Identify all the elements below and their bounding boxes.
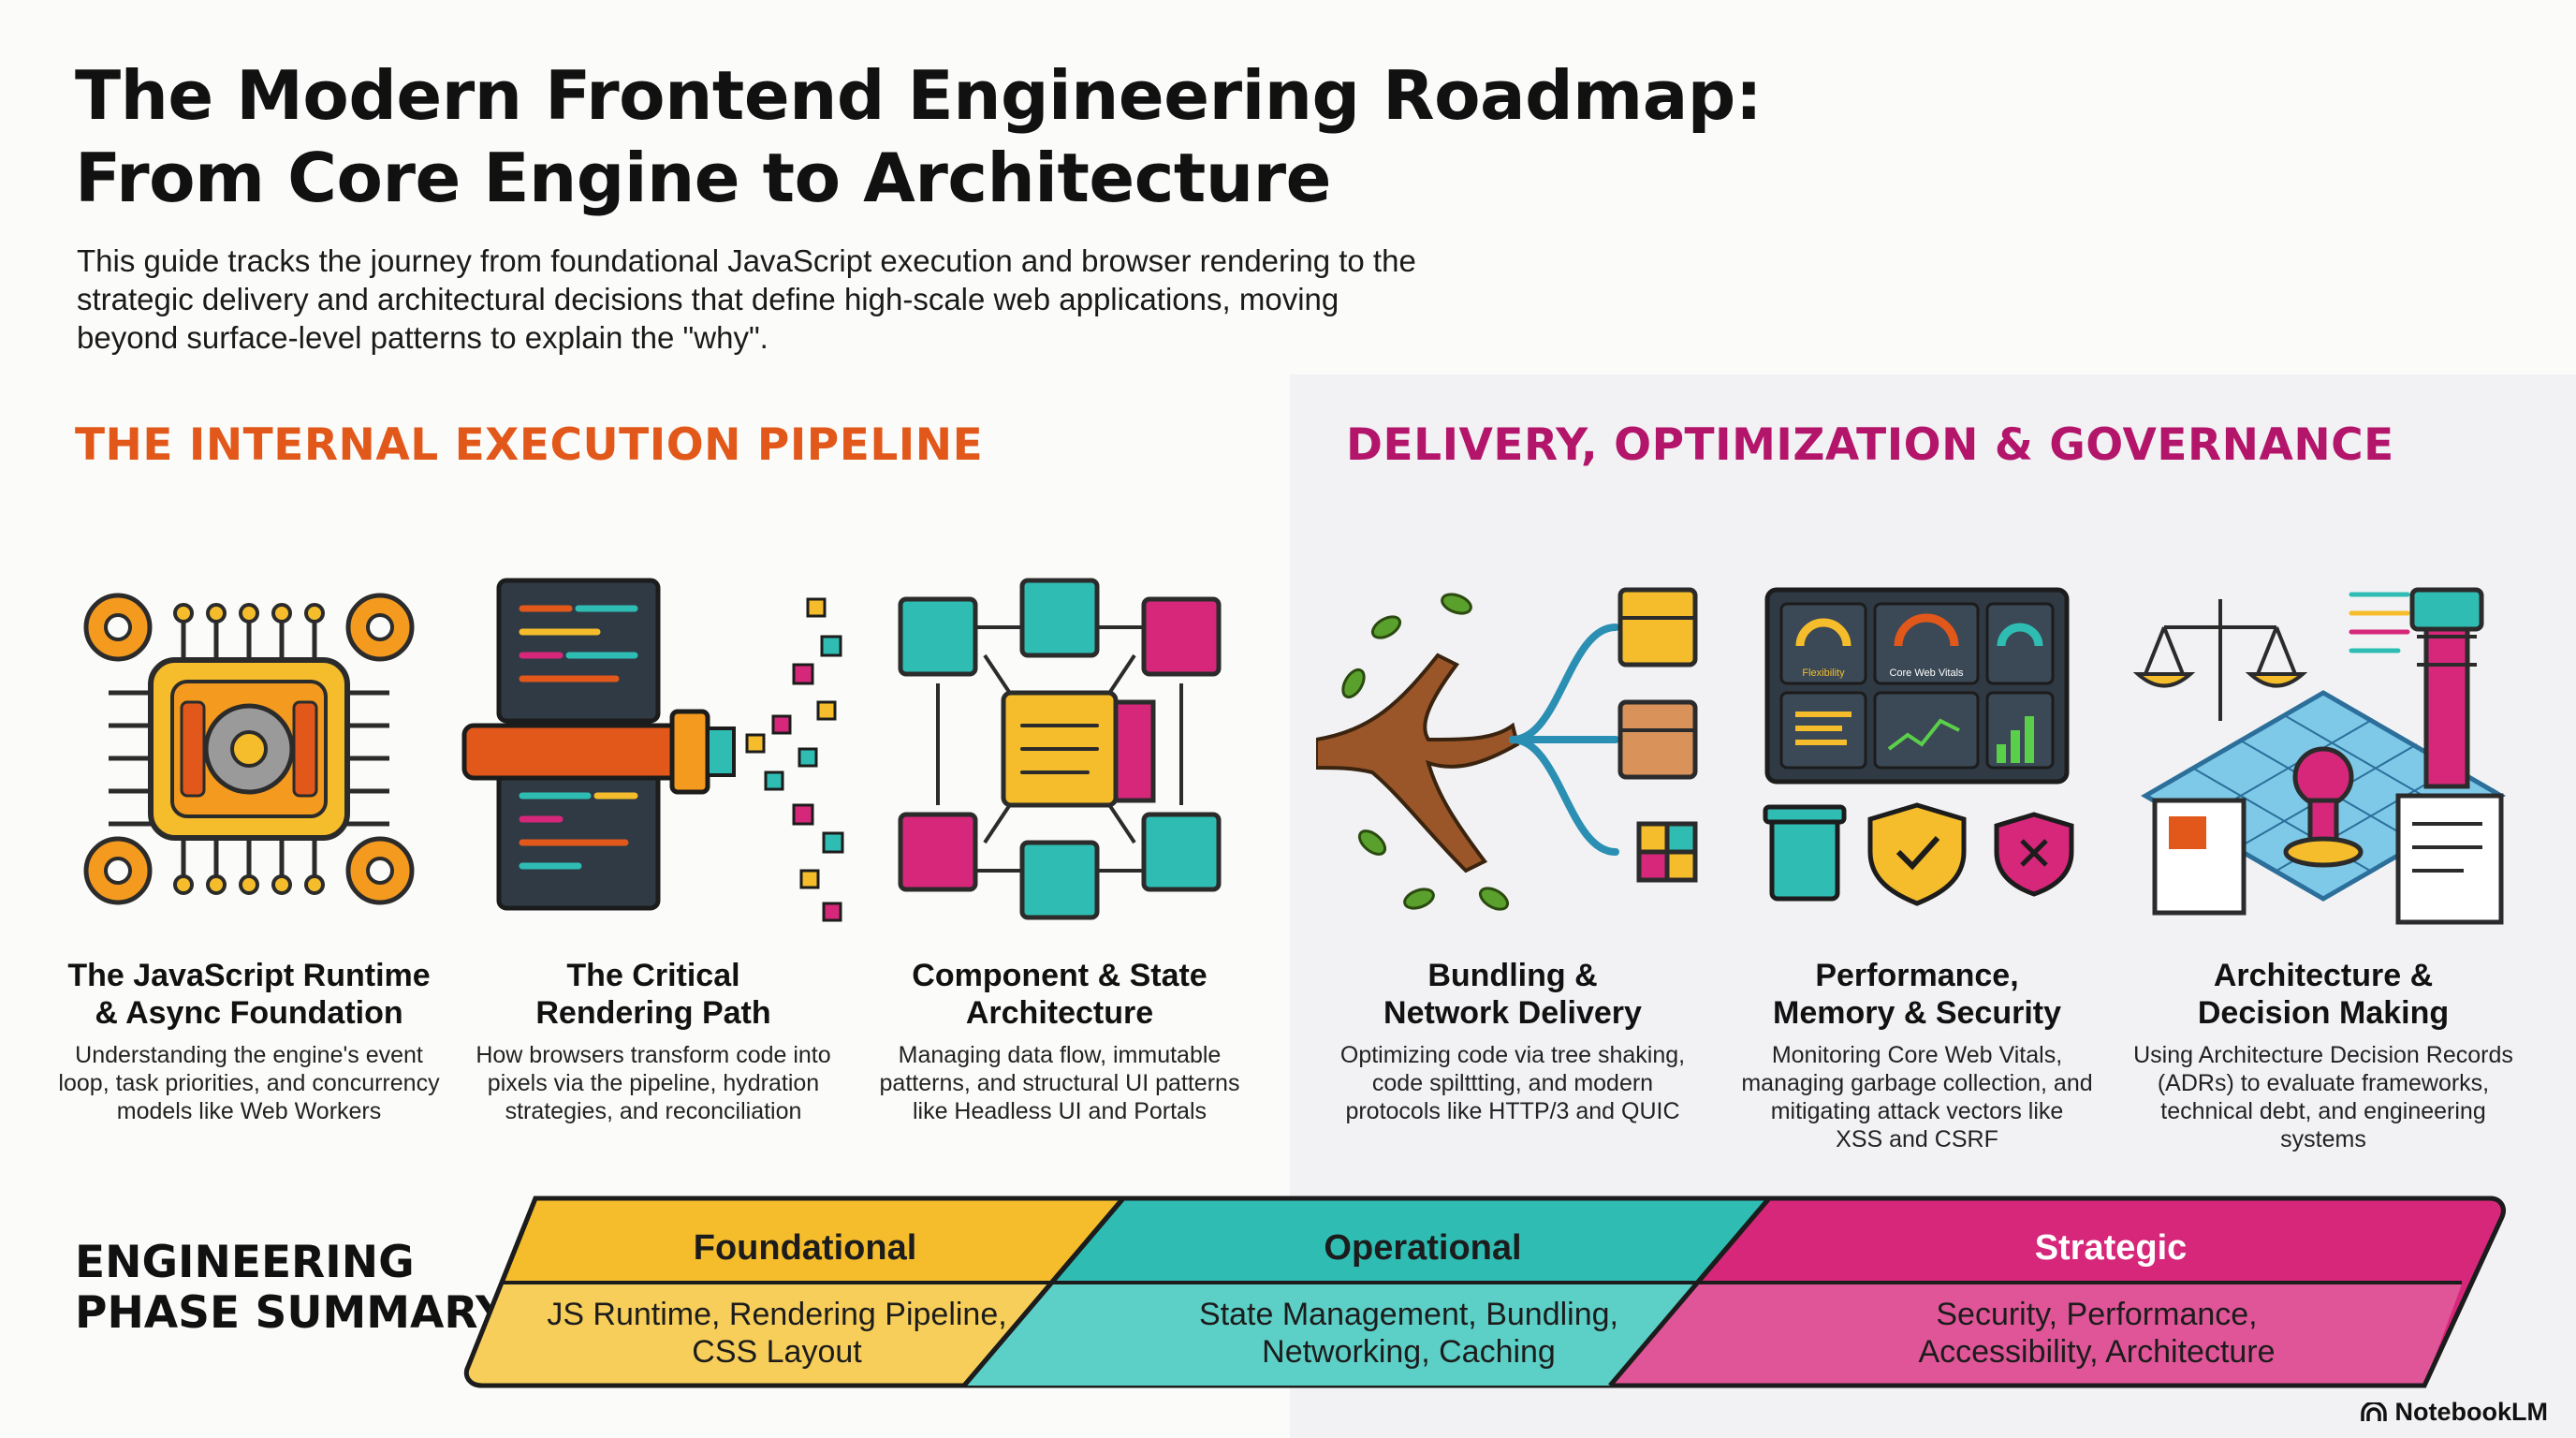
card-title: The Critical Rendering Path (457, 957, 850, 1032)
flexibility-label: Flexibility (1802, 668, 1845, 679)
phase-strategic-items: Accessibility, Architecture (1918, 1334, 2275, 1370)
code-pipeline-icon (461, 578, 844, 922)
card-description-line: technical debt, and engineering (2160, 1098, 2486, 1124)
phase-operational-items: Networking, Caching (1262, 1334, 1556, 1370)
tree-packages-icon (1316, 587, 1698, 911)
card-description: Using Architecture Decision Records (ADR… (2127, 1041, 2520, 1153)
card-title-line: Architecture & (2213, 958, 2434, 993)
card-description-line: code spilttting, and modern (1371, 1070, 1654, 1096)
card-description-line: (ADRs) to evaluate frameworks, (2157, 1070, 2490, 1096)
intro-line-1: This guide tracks the journey from found… (77, 243, 1416, 278)
card-title-line: Architecture (965, 995, 1154, 1031)
phase-foundational-items: CSS Layout (692, 1334, 862, 1370)
phase-summary-label-line: ENGINEERING (75, 1237, 415, 1288)
card-description-line: Monitoring Core Web Vitals, (1771, 1042, 2063, 1068)
intro-line-2: strategic delivery and architectural dec… (77, 282, 1339, 316)
card-title-line: Component & State (912, 958, 1208, 993)
phase-summary-band: Foundational Operational Strategic JS Ru… (463, 1196, 2506, 1388)
card-description: Understanding the engine's event loop, t… (52, 1041, 446, 1125)
brand-name: NotebookLM (2394, 1398, 2548, 1426)
card-architecture-decisions: Architecture & Decision Making Using Arc… (2127, 562, 2520, 1153)
phase-foundational-lower (466, 1284, 1048, 1386)
card-description-line: models like Web Workers (116, 1098, 382, 1124)
notebooklm-logo-icon (2360, 1401, 2387, 1421)
card-description: Optimizing code via tree shaking, code s… (1316, 1041, 1709, 1125)
card-description: How browsers transform code into pixels … (457, 1041, 850, 1125)
card-title: The JavaScript Runtime & Async Foundatio… (52, 957, 446, 1032)
card-description: Managing data flow, immutable patterns, … (863, 1041, 1256, 1125)
phase-strategic-items: Security, Performance, (1936, 1297, 2257, 1332)
card-title: Architecture & Decision Making (2127, 957, 2520, 1032)
card-title-line: The JavaScript Runtime (67, 958, 431, 993)
phase-strategic-lower (1610, 1284, 2462, 1386)
card-title-line: Memory & Security (1773, 995, 2061, 1031)
phase-summary-label-line: PHASE SUMMARY (75, 1287, 508, 1339)
card-description-line: loop, task priorities, and concurrency (58, 1070, 440, 1096)
card-title-line: Performance, (1815, 958, 2019, 993)
phase-operational-items: State Management, Bundling, (1199, 1297, 1618, 1332)
brand-logo: NotebookLM (2360, 1398, 2548, 1427)
card-bundling-network: Bundling & Network Delivery Optimizing c… (1316, 562, 1709, 1125)
card-title: Performance, Memory & Security (1720, 957, 2114, 1032)
card-description-line: Optimizing code via tree shaking, (1339, 1042, 1686, 1068)
card-description-line: Understanding the engine's event (75, 1042, 423, 1068)
phase-summary-label: ENGINEERING PHASE SUMMARY (75, 1238, 507, 1339)
phase-foundational-items: JS Runtime, Rendering Pipeline, (547, 1297, 1006, 1332)
card-title-line: & Async Foundation (95, 995, 403, 1031)
phase-strategic-name: Strategic (2035, 1228, 2188, 1268)
card-description-line: strategies, and reconciliation (505, 1098, 802, 1124)
card-description-line: pixels via the pipeline, hydration (487, 1070, 820, 1096)
card-title: Bundling & Network Delivery (1316, 957, 1709, 1032)
card-description-line: protocols like HTTP/3 and QUIC (1345, 1098, 1680, 1124)
intro-line-3: beyond surface-level patterns to explain… (77, 320, 768, 355)
intro-paragraph: This guide tracks the journey from found… (77, 242, 1574, 357)
card-description-line: patterns, and structural UI patterns (879, 1070, 1240, 1096)
card-title-line: Decision Making (2197, 995, 2450, 1031)
core-web-vitals-label: Core Web Vitals (1889, 668, 1964, 679)
component-cubes-icon (898, 578, 1222, 920)
phase-operational-name: Operational (1324, 1228, 1521, 1268)
card-description-line: systems (2280, 1126, 2366, 1152)
phase-foundational-name: Foundational (694, 1228, 917, 1268)
phase-operational-lower (964, 1284, 1694, 1386)
card-description-line: managing garbage collection, and (1741, 1070, 2093, 1096)
card-component-state: Component & State Architecture Managing … (863, 562, 1256, 1125)
card-title: Component & State Architecture (863, 957, 1256, 1032)
title-line-2: From Core Engine to Architecture (75, 139, 1331, 217)
card-description-line: How browsers transform code into (476, 1042, 831, 1068)
page-title: The Modern Frontend Engineering Roadmap:… (75, 54, 1763, 219)
card-description-line: Managing data flow, immutable (898, 1042, 1222, 1068)
card-description-line: mitigating attack vectors like (1770, 1098, 2064, 1124)
card-title-line: Network Delivery (1383, 995, 1642, 1031)
card-critical-rendering-path: The Critical Rendering Path How browsers… (457, 562, 850, 1125)
card-description: Monitoring Core Web Vitals, managing gar… (1720, 1041, 2114, 1153)
title-line-1: The Modern Frontend Engineering Roadmap: (75, 56, 1763, 135)
card-title-line: The Critical (566, 958, 740, 993)
card-title-line: Bundling & (1427, 958, 1598, 993)
card-description-line: like Headless UI and Portals (912, 1098, 1208, 1124)
card-performance-security: Flexibility Core Web Vitals Performance,… (1720, 562, 2114, 1153)
cpu-gears-icon (83, 593, 415, 905)
card-description-line: XSS and CSRF (1836, 1126, 1998, 1152)
scales-tower-icon (2132, 587, 2506, 925)
dashboard-shield-icon: Flexibility Core Web Vitals (1763, 587, 2074, 906)
card-title-line: Rendering Path (535, 995, 771, 1031)
card-description-line: Using Architecture Decision Records (2133, 1042, 2513, 1068)
section-heading-delivery-governance: DELIVERY, OPTIMIZATION & GOVERNANCE (1346, 419, 2394, 471)
card-javascript-runtime: The JavaScript Runtime & Async Foundatio… (52, 562, 446, 1125)
section-heading-execution-pipeline: THE INTERNAL EXECUTION PIPELINE (75, 419, 984, 471)
